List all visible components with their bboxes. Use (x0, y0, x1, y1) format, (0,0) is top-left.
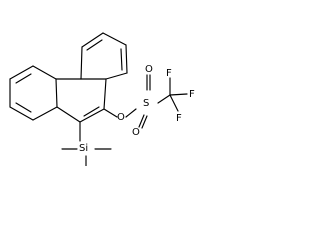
bond-carbon-fluorine-b (169, 93, 188, 96)
bond-middle-ring-double (83, 106, 100, 117)
bond-sulfur-bottom-oxygen-2 (141, 115, 148, 129)
bond-upper-ring-double-2 (120, 48, 123, 71)
bond-sulfur-bottom-oxygen-1 (138, 114, 145, 128)
bond-upper-ring-2 (81, 32, 104, 48)
bond-upper-ring-1 (80, 46, 83, 80)
chemical-structure-diagram: O S O O F F F Si (9, 32, 195, 166)
bond-middle-ring-5 (103, 78, 107, 110)
bond-carbon-fluorine-c (169, 94, 179, 112)
bond-ring-oxygen (103, 108, 118, 118)
fluorine-c-label: F (176, 113, 182, 124)
fluorine-b-label: F (189, 89, 195, 100)
atom-labels: O S O O F F F Si (79, 64, 195, 154)
oxygen-bottom-label: O (132, 127, 140, 138)
phenanthrene-ring-system (9, 32, 128, 123)
bond-left-ring-5 (32, 106, 58, 121)
bond-middle-ring-3 (56, 106, 81, 123)
bond-middle-ring-4 (79, 108, 105, 123)
bond-left-ring-double-1 (15, 73, 32, 84)
bond-upper-ring-4 (125, 44, 128, 74)
bond-left-ring-1 (32, 65, 57, 80)
bond-upper-ring-double-1 (86, 39, 103, 51)
sulfur-label: S (143, 98, 149, 109)
bond-sulfur-carbon (157, 94, 171, 104)
triflate-group (103, 74, 188, 129)
bond-upper-ring-5 (105, 72, 128, 80)
bond-left-ring-double-2 (15, 102, 32, 113)
bond-oxygen-sulfur (125, 108, 137, 118)
fluorine-a-label: F (166, 68, 172, 79)
trimethylsilyl-group (61, 121, 112, 166)
bond-middle-ring-2 (55, 78, 58, 108)
bond-left-ring-4 (9, 106, 34, 121)
oxygen-ester-label: O (117, 112, 125, 123)
bond-left-ring-2 (9, 65, 34, 80)
bond-upper-ring-3 (102, 32, 127, 46)
silicon-label: Si (79, 143, 88, 154)
oxygen-top-label: O (145, 64, 153, 75)
